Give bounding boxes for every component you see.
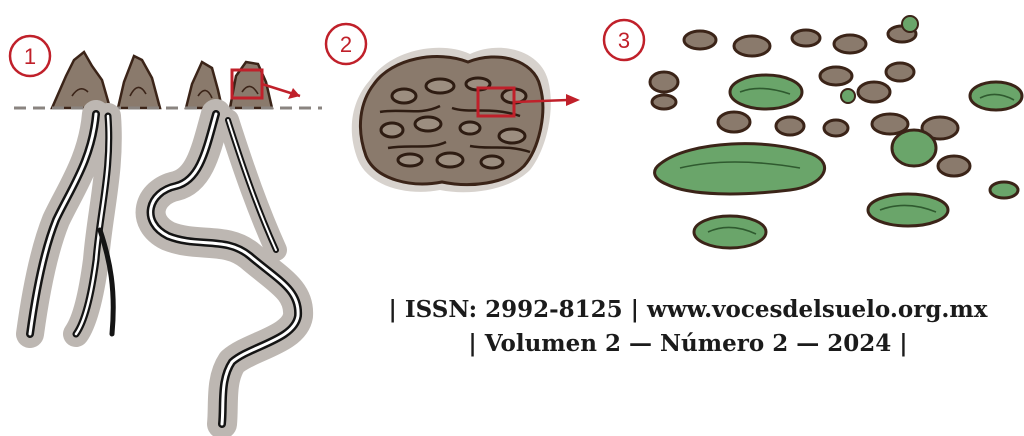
panel-3-particles: 3 [604,16,1022,248]
issue-caption: | Volumen 2 — Número 2 — 2024 | [352,330,1024,357]
panel-number: 3 [618,28,630,53]
zoom-arrow-head [566,94,580,106]
small-green-dot [841,89,855,103]
panel-number: 1 [24,44,36,69]
issn-caption: | ISSN: 2992-8125 | www.vocesdelsuelo.or… [352,296,1024,323]
panel-1-rock-profile: 1 [10,36,322,424]
channel-halos [30,114,298,424]
small-green-dot [902,16,918,32]
rock-peaks [52,52,272,108]
panel-2-soil-aggregate: 2 [326,24,580,192]
panel-number: 2 [340,32,352,57]
